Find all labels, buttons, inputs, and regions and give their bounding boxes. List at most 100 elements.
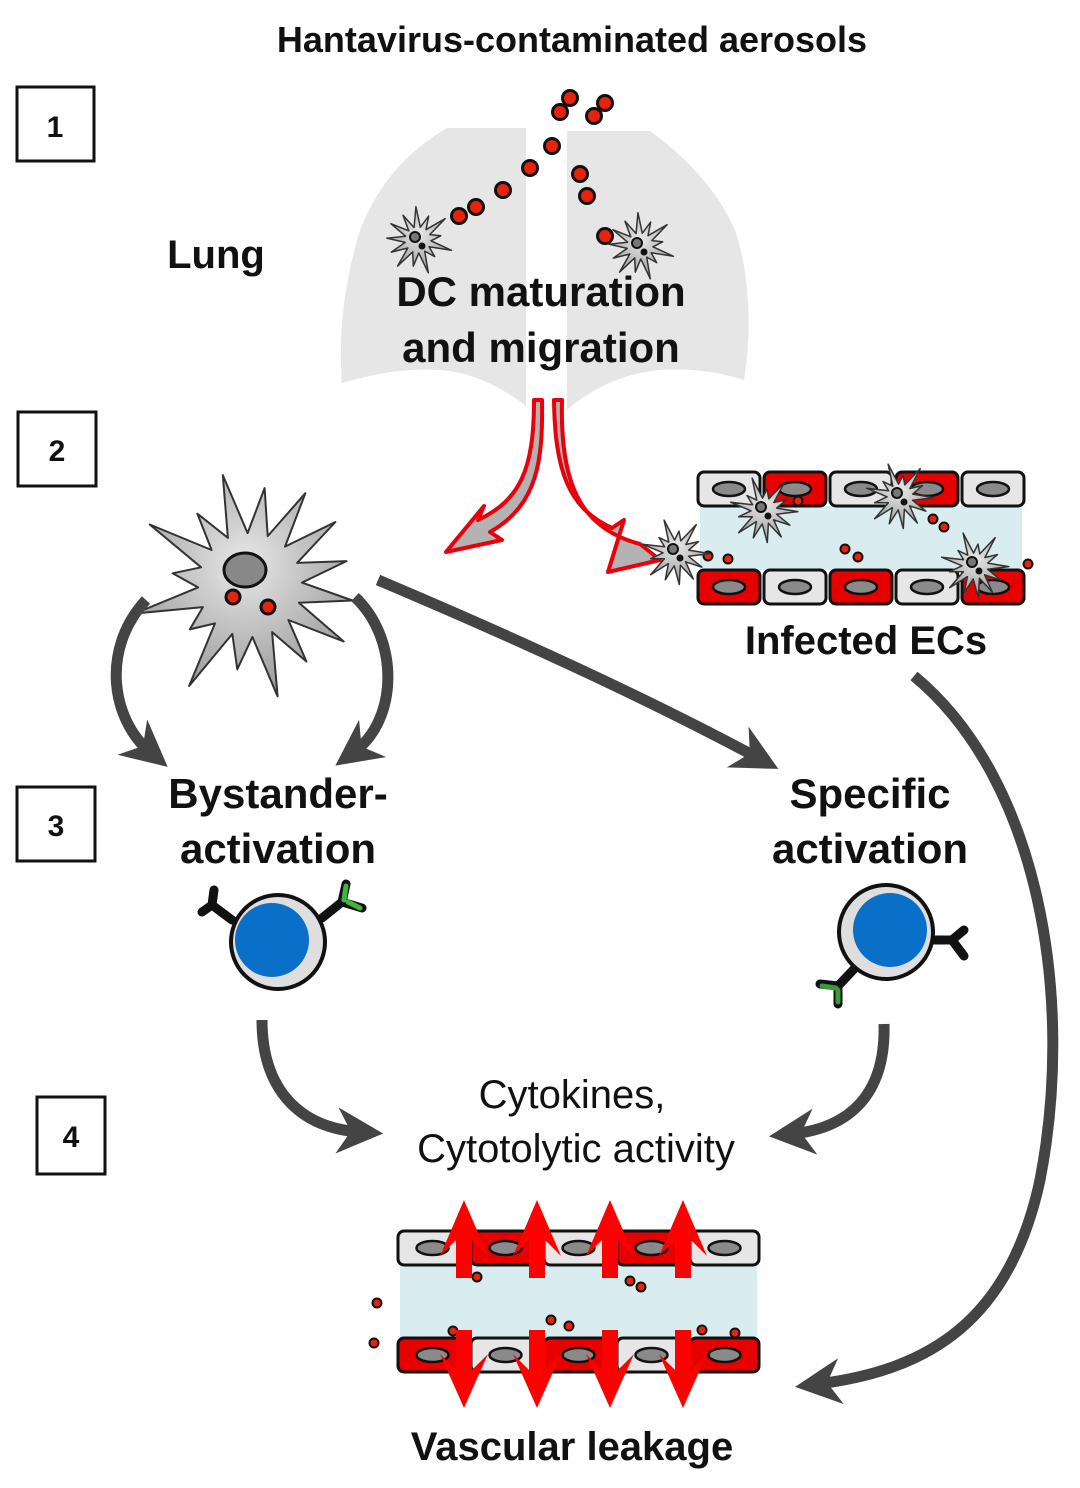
dc-granule bbox=[676, 554, 684, 562]
cytokines-label-line2: Cytotolytic activity bbox=[417, 1127, 735, 1171]
virus-particle bbox=[563, 1320, 575, 1332]
virus-particle bbox=[561, 89, 579, 107]
virus-particle bbox=[585, 107, 603, 125]
healthy-endothelial-cell bbox=[615, 1336, 688, 1374]
infected-endothelial-vessel bbox=[641, 463, 1034, 606]
dc-nucleus bbox=[409, 231, 421, 243]
virus-particle bbox=[467, 198, 485, 216]
healthy-endothelial-cell bbox=[696, 470, 762, 508]
mature-dendritic-cell bbox=[133, 474, 354, 698]
migration-arrows bbox=[444, 398, 662, 574]
arrow-bystander-to-cytokines bbox=[256, 1019, 384, 1154]
receptor-black-left bbox=[197, 885, 237, 925]
t-cell-nucleus bbox=[235, 903, 309, 977]
leakage-arrow-up bbox=[513, 1200, 561, 1278]
leaky-vessel bbox=[368, 1200, 761, 1408]
infected-dendritic-cell bbox=[729, 477, 799, 544]
dc-maturation-label-line2: and migration bbox=[402, 324, 680, 371]
cell-nucleus bbox=[415, 1346, 450, 1364]
virus-particle bbox=[839, 543, 851, 555]
svg-text:3: 3 bbox=[48, 810, 65, 843]
infected-dendritic-cell bbox=[641, 519, 711, 586]
leakage-arrow-down bbox=[440, 1330, 488, 1408]
dc-nucleus bbox=[222, 551, 268, 589]
dc-nucleus bbox=[667, 543, 679, 555]
virus-particle bbox=[571, 165, 589, 183]
cell-nucleus bbox=[415, 1239, 450, 1257]
dc-nucleus bbox=[755, 501, 767, 513]
leakage-arrow-up bbox=[586, 1200, 634, 1278]
virus-particle bbox=[259, 598, 277, 616]
cell-nucleus bbox=[561, 1239, 596, 1257]
leakage-arrow-up bbox=[440, 1200, 488, 1278]
cell-nucleus bbox=[488, 1346, 523, 1364]
cell-nucleus bbox=[843, 578, 879, 596]
virus-particle bbox=[722, 553, 734, 565]
dc-granule bbox=[900, 498, 908, 506]
specific-activation-line2: activation bbox=[772, 825, 968, 872]
dc-granule bbox=[975, 567, 983, 575]
infected-endothelial-cell bbox=[542, 1336, 615, 1374]
virus-particle bbox=[224, 588, 242, 606]
cytokines-label-line1: Cytokines, bbox=[479, 1073, 666, 1117]
virus-particle bbox=[596, 227, 614, 245]
cell-nucleus bbox=[707, 1239, 742, 1257]
virus-particle bbox=[596, 94, 614, 112]
cell-nucleus bbox=[975, 480, 1011, 498]
cell-nucleus bbox=[777, 578, 813, 596]
cell-nucleus bbox=[634, 1239, 669, 1257]
virus-particle bbox=[521, 159, 539, 177]
cell-nucleus bbox=[488, 1239, 523, 1257]
step-box-2: 2 bbox=[16, 410, 98, 488]
virus-particle bbox=[938, 521, 950, 533]
infected-dendritic-cell bbox=[940, 532, 1010, 599]
dc-nucleus bbox=[891, 487, 903, 499]
virus-particle bbox=[624, 1275, 636, 1287]
virus-particle bbox=[578, 187, 596, 205]
virus-particle bbox=[852, 551, 864, 563]
bystander-activation-line2: activation bbox=[180, 825, 376, 872]
infected-endothelial-cell bbox=[762, 470, 828, 508]
left-lung bbox=[340, 128, 526, 406]
dc-granule bbox=[640, 248, 648, 256]
infected-endothelial-cell bbox=[696, 568, 762, 606]
virus-particle bbox=[368, 1337, 380, 1349]
cell-nucleus bbox=[634, 1346, 669, 1364]
lung-illustration bbox=[340, 128, 749, 410]
cell-nucleus bbox=[561, 1346, 596, 1364]
virus-particle bbox=[545, 1314, 557, 1326]
lung-label: Lung bbox=[167, 233, 265, 277]
svg-text:2: 2 bbox=[49, 435, 66, 468]
aerosol-virus-particles bbox=[450, 89, 614, 245]
virus-particle bbox=[494, 181, 512, 199]
small-dendritic-cell bbox=[608, 211, 675, 280]
cell-nucleus bbox=[707, 1346, 742, 1364]
specific-t-cell bbox=[815, 883, 969, 1009]
small-dendritic-cell bbox=[386, 205, 453, 274]
step-box-4: 4 bbox=[35, 1095, 107, 1176]
step-box-3: 3 bbox=[15, 785, 97, 863]
arrow-dc-to-bystander-right bbox=[335, 593, 394, 766]
svg-text:4: 4 bbox=[63, 1121, 80, 1154]
virus-particle bbox=[543, 137, 561, 155]
healthy-endothelial-cell bbox=[960, 470, 1026, 508]
right-lung bbox=[567, 131, 749, 410]
dc-maturation-label-line1: DC maturation bbox=[396, 268, 685, 315]
t-cell-nucleus bbox=[853, 893, 927, 967]
virus-particle bbox=[1022, 558, 1034, 570]
healthy-endothelial-cell bbox=[894, 568, 960, 606]
dc-granule bbox=[764, 512, 772, 520]
pathway-arrows bbox=[110, 574, 1059, 1405]
dc-nucleus bbox=[966, 556, 978, 568]
virus-particle bbox=[729, 1327, 741, 1339]
virus-particle bbox=[371, 1297, 383, 1309]
infected-endothelial-cell bbox=[828, 568, 894, 606]
leakage-arrow-up bbox=[659, 1200, 707, 1278]
infected-dendritic-cell bbox=[865, 463, 935, 530]
dc-nucleus bbox=[631, 237, 643, 249]
specific-activation-line1: Specific bbox=[789, 770, 950, 817]
cell-nucleus bbox=[711, 480, 747, 498]
virus-particle bbox=[635, 1281, 647, 1293]
leakage-arrow-down bbox=[586, 1330, 634, 1408]
